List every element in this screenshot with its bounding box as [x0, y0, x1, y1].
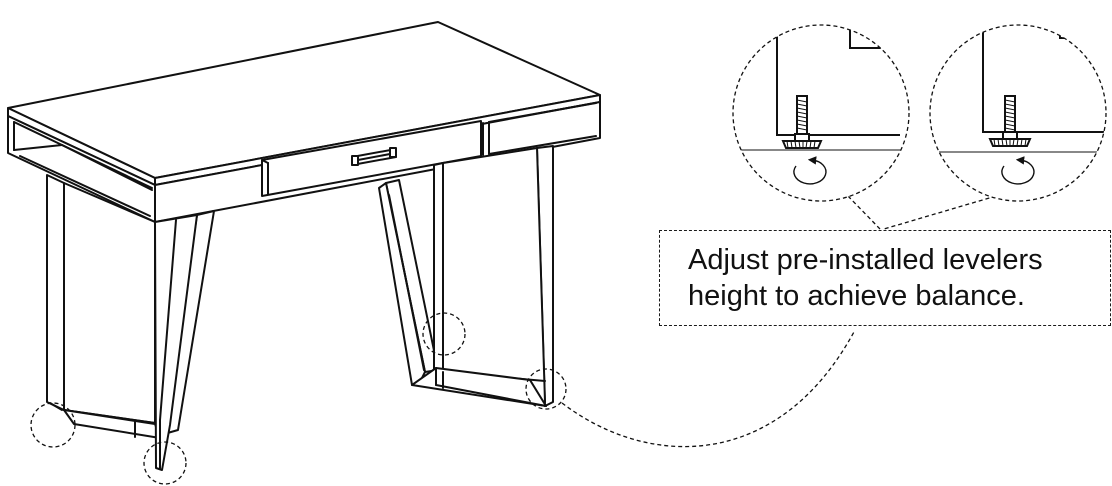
leader-to-detail-right [883, 195, 997, 230]
desk-right-leg-vertical [433, 145, 554, 407]
desk-right-leg-angled [378, 179, 439, 386]
desk-right-base [411, 367, 547, 407]
leveler-marker-right-vertical [525, 368, 567, 410]
leveler-markers [30, 312, 567, 485]
leveler-marker-right-angled [422, 312, 466, 356]
leader-to-detail-left [847, 195, 881, 230]
instruction-line-1: Adjust pre-installed levelers [688, 244, 1043, 276]
desk-left-leg-angled [154, 210, 215, 471]
instruction-callout: Adjust pre-installed levelers height to … [659, 230, 1111, 326]
instruction-line-2: height to achieve balance. [688, 280, 1025, 312]
callout-leaders [561, 195, 997, 448]
drawer-handle[interactable] [351, 147, 397, 166]
leveler-marker-left-front [30, 402, 76, 448]
desk-left-leg-front [46, 174, 161, 439]
leader-from-leg [561, 329, 856, 448]
desk-drawing [7, 21, 601, 471]
leveler-detail-left [732, 24, 910, 202]
leveler-detail-right [929, 24, 1107, 202]
leveler-marker-left-angled [143, 441, 187, 485]
